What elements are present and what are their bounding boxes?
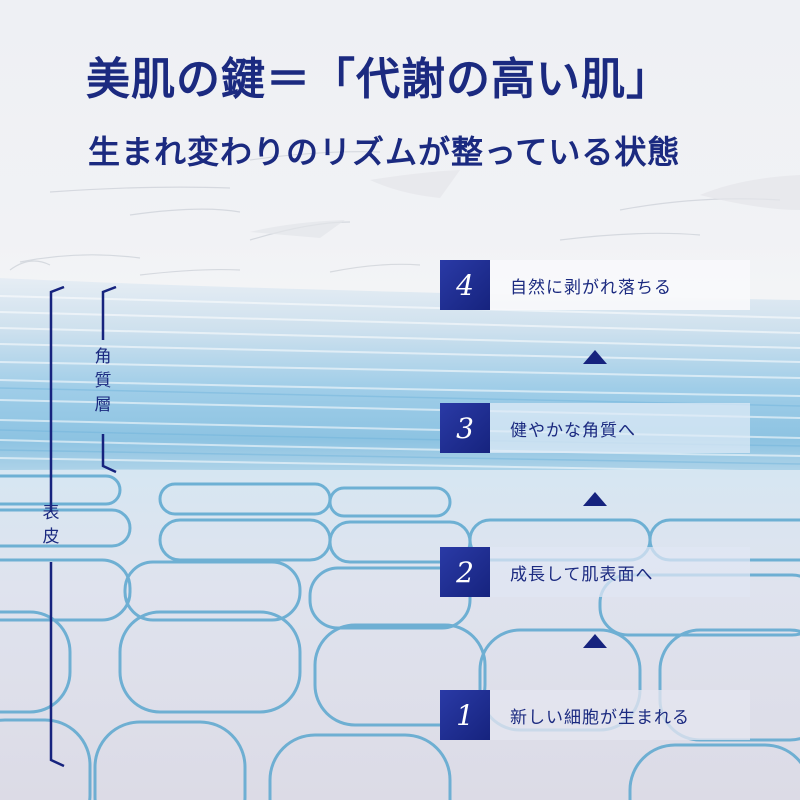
step-3: 3 健やかな角質へ	[440, 403, 750, 453]
step-2: 2 成長して肌表面へ	[440, 547, 750, 597]
step-1: 1 新しい細胞が生まれる	[440, 690, 750, 740]
stratum-corneum-bracket	[101, 286, 117, 474]
epidermis-label: 表 皮	[39, 501, 63, 549]
step-label: 成長して肌表面へ	[490, 547, 750, 597]
page-title: 美肌の鍵＝「代謝の高い肌」	[86, 54, 671, 105]
step-label: 健やかな角質へ	[490, 403, 750, 453]
stratum-corneum-char: 質	[94, 371, 112, 391]
stratum-corneum-char: 層	[94, 395, 112, 415]
step-number-badge: 2	[440, 547, 490, 597]
step-number-badge: 1	[440, 690, 490, 740]
page-subtitle: 生まれ変わりのリズムが整っている状態	[88, 133, 681, 171]
step-4: 4 自然に剥がれ落ちる	[440, 260, 750, 310]
step-label: 新しい細胞が生まれる	[490, 690, 750, 740]
step-label: 自然に剥がれ落ちる	[490, 260, 750, 310]
step-number-badge: 4	[440, 260, 490, 310]
up-triangle-icon	[583, 492, 607, 506]
stratum-corneum-label: 角 質 層	[91, 345, 115, 417]
epidermis-char: 表	[42, 503, 60, 523]
up-triangle-icon	[583, 350, 607, 364]
step-number-badge: 3	[440, 403, 490, 453]
epidermis-char: 皮	[42, 527, 60, 547]
stratum-corneum-char: 角	[94, 347, 112, 367]
epidermis-bracket	[49, 286, 65, 768]
up-triangle-icon	[583, 634, 607, 648]
